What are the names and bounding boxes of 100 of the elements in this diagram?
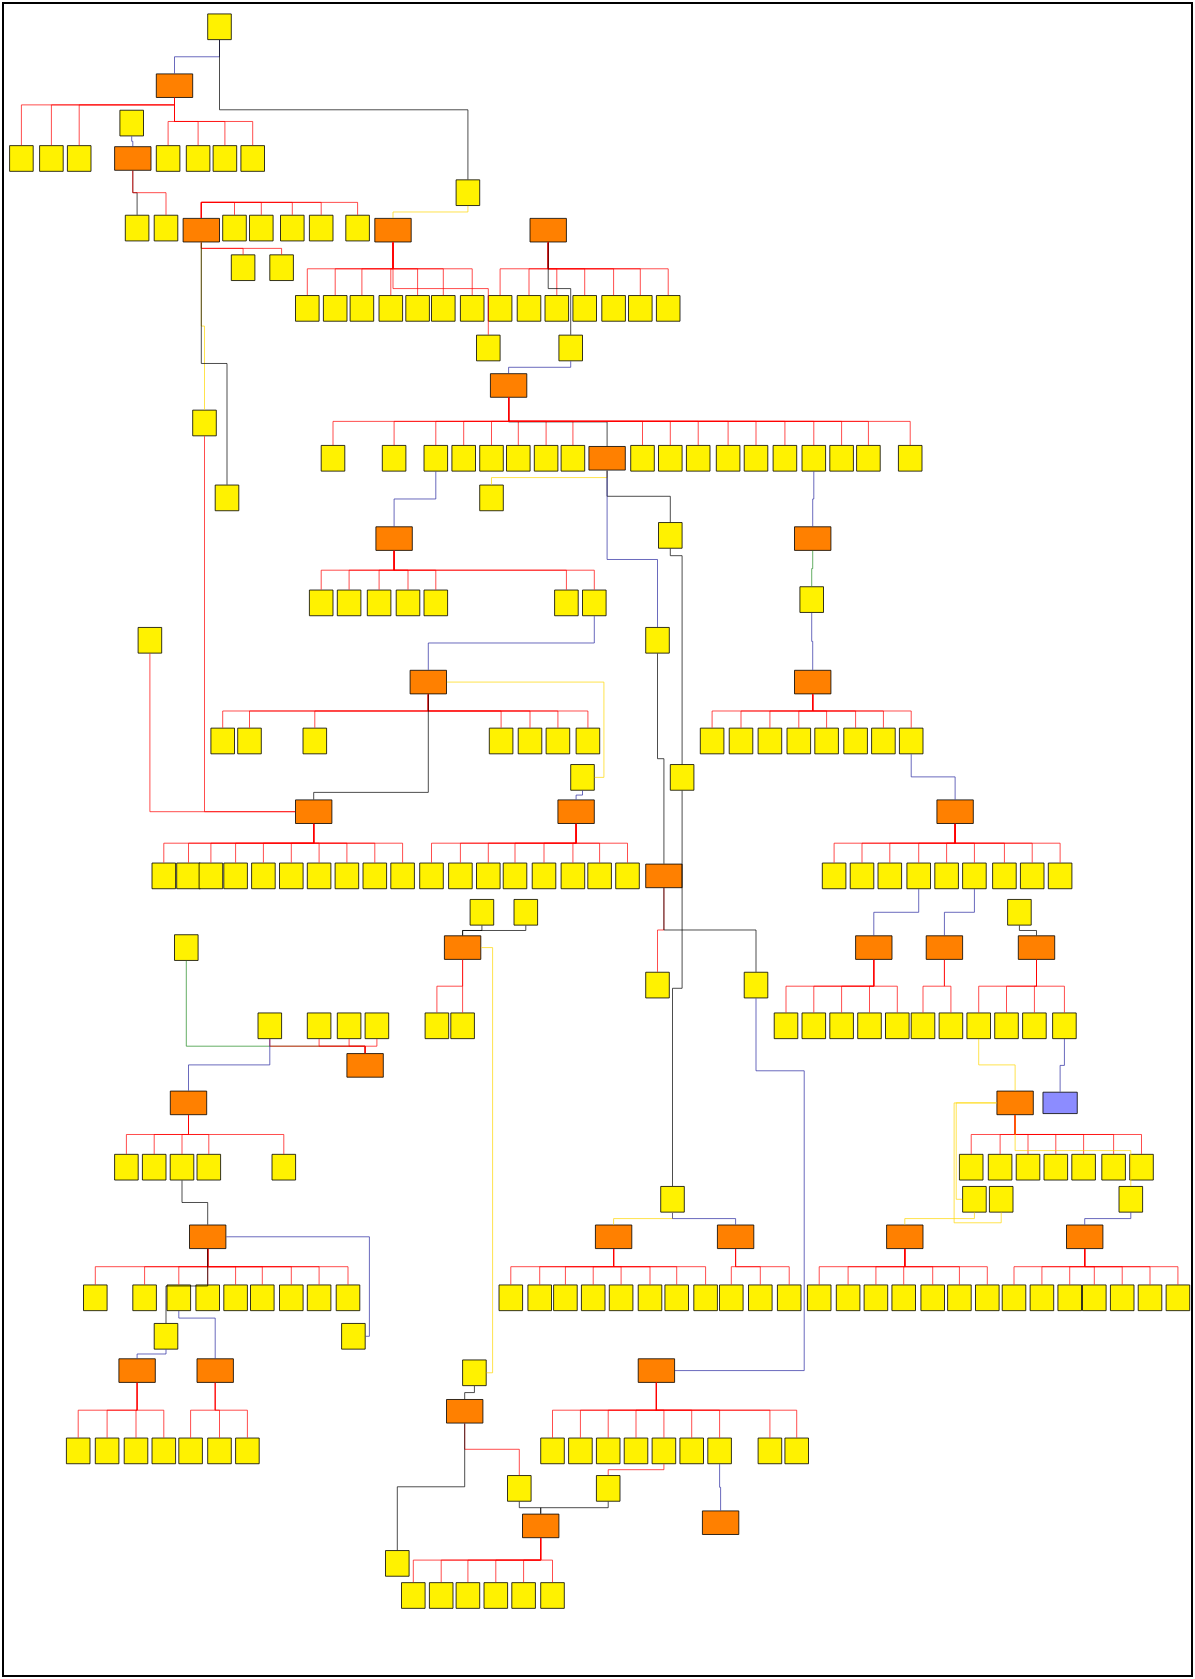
node-box	[223, 1284, 248, 1312]
node-box	[250, 1284, 275, 1312]
node-box	[743, 445, 769, 472]
connector-line	[904, 1212, 975, 1225]
node-box	[345, 214, 370, 242]
node-box	[959, 1153, 984, 1181]
node-box	[137, 627, 163, 654]
node-box	[947, 1284, 972, 1312]
node-box	[1022, 1012, 1047, 1040]
connector-line	[575, 790, 583, 800]
node-box	[83, 1284, 108, 1312]
node-box	[196, 1358, 234, 1383]
node-box	[757, 1437, 783, 1465]
node-box	[575, 727, 601, 755]
node-box	[132, 1284, 157, 1312]
node-box	[9, 145, 34, 172]
connector-line	[1036, 959, 1065, 1013]
connector-line	[204, 435, 296, 813]
connector-line	[735, 1248, 790, 1285]
node-box	[702, 1510, 740, 1535]
node-box	[1042, 1091, 1078, 1114]
node-box	[587, 862, 612, 890]
connector-line	[188, 1114, 285, 1155]
node-box	[934, 862, 959, 890]
node-box	[664, 1284, 689, 1312]
node-box	[906, 862, 931, 890]
node-box	[174, 934, 199, 961]
node-box	[431, 295, 456, 322]
connector-line	[225, 1236, 370, 1337]
node-box	[799, 586, 824, 613]
node-box	[1137, 1284, 1163, 1312]
node-box	[707, 1437, 732, 1465]
node-box	[757, 727, 783, 755]
node-box	[336, 1012, 362, 1040]
node-box	[153, 1323, 179, 1350]
node-box	[773, 1012, 799, 1040]
node-box	[385, 1550, 410, 1577]
node-box	[151, 1437, 176, 1465]
node-box	[455, 179, 481, 206]
node-box	[829, 1012, 854, 1040]
node-box	[891, 1284, 916, 1312]
node-box	[527, 1284, 552, 1312]
node-box	[558, 334, 583, 362]
node-box	[378, 295, 403, 322]
node-box	[717, 1224, 755, 1249]
connector-line	[132, 170, 167, 216]
node-box	[1082, 1284, 1107, 1312]
node-box	[786, 727, 811, 755]
node-box	[522, 1513, 560, 1539]
node-box	[596, 1475, 621, 1502]
node-box	[207, 13, 232, 41]
connector-line	[393, 471, 437, 527]
node-box	[637, 1284, 663, 1312]
node-box	[801, 445, 826, 472]
node-box	[362, 862, 387, 890]
node-box	[169, 1153, 195, 1181]
node-box	[540, 1437, 565, 1465]
node-box	[341, 1323, 366, 1350]
node-box	[989, 1186, 1014, 1213]
node-box	[498, 1284, 523, 1312]
connector-line	[811, 612, 814, 671]
node-box	[320, 445, 346, 472]
node-box	[381, 445, 407, 472]
node-box	[423, 445, 448, 472]
node-box	[374, 218, 412, 243]
node-box	[693, 1284, 718, 1312]
node-box	[364, 1012, 390, 1040]
connector-line	[674, 998, 805, 1371]
node-box	[962, 862, 987, 890]
node-box	[240, 145, 265, 172]
node-box	[323, 295, 348, 322]
connector-line	[165, 1248, 209, 1324]
node-box	[966, 1012, 991, 1040]
connector-line	[944, 959, 952, 1013]
node-box	[309, 214, 334, 242]
node-box	[715, 445, 741, 472]
node-box	[557, 799, 595, 824]
node-box	[910, 1012, 936, 1040]
node-box	[66, 1437, 91, 1465]
node-box	[588, 446, 626, 471]
node-box	[801, 1012, 826, 1040]
node-box	[487, 295, 513, 322]
node-box	[506, 445, 531, 472]
node-box	[462, 1359, 487, 1387]
node-box	[560, 862, 586, 890]
node-box	[196, 1153, 221, 1181]
node-box	[479, 484, 504, 512]
node-box	[306, 1012, 332, 1040]
node-box	[545, 727, 571, 755]
node-box	[1052, 1012, 1077, 1040]
node-box	[419, 862, 444, 890]
node-box	[189, 1224, 227, 1249]
connector-line	[313, 693, 429, 800]
node-box	[669, 764, 695, 791]
node-box	[938, 1012, 964, 1040]
node-box	[306, 1284, 332, 1312]
node-box	[1165, 1284, 1191, 1312]
node-box	[401, 1582, 426, 1609]
node-box	[251, 862, 276, 890]
node-box	[476, 334, 501, 362]
